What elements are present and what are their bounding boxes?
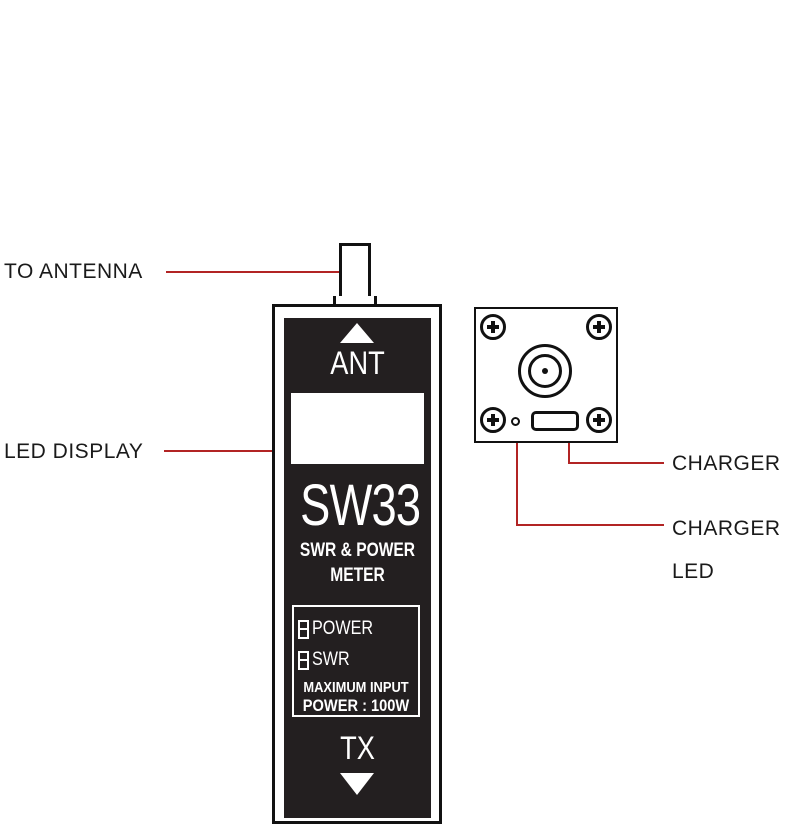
screw-icon [480, 314, 506, 340]
led-display-window [291, 393, 424, 464]
charger-led-leader-vertical [516, 428, 518, 526]
charger-led-leader-horizontal [516, 524, 664, 526]
spec-line2: POWER : 100W [302, 696, 410, 715]
antenna-connector [339, 243, 371, 304]
mode-label-power: POWER [312, 618, 374, 639]
sma-connector-inner [528, 354, 562, 388]
screw-icon [480, 407, 506, 433]
charger-label: CHARGER [672, 452, 781, 475]
to-antenna-label: TO ANTENNA [4, 260, 143, 283]
spec-line1: MAXIMUM INPUT [303, 679, 409, 696]
led-indicator-icon [298, 650, 309, 670]
tx-label: TX [340, 730, 375, 766]
arrow-down-icon [340, 773, 374, 795]
charger-leader-horizontal [568, 462, 664, 464]
led-display-label: LED DISPLAY [4, 440, 144, 463]
usb-port-icon [531, 411, 579, 431]
mode-row-swr: SWR [298, 649, 356, 671]
model-name: SW33 [300, 473, 421, 538]
screw-icon [586, 314, 612, 340]
subtitle-line1: SWR & POWER [299, 540, 416, 561]
arrow-up-icon [340, 323, 374, 343]
antenna-leader-line [166, 271, 344, 273]
sma-connector-pin [542, 368, 548, 374]
mode-indicator-box [292, 605, 420, 717]
charger-led-label-line2: LED [672, 560, 715, 583]
mode-label-swr: SWR [312, 649, 350, 670]
charger-led-label-line1: CHARGER [672, 517, 781, 540]
led-indicator-icon [298, 619, 309, 639]
antenna-connector-base [333, 296, 377, 306]
charger-led-icon [511, 417, 520, 426]
ant-label: ANT [330, 345, 385, 381]
subtitle-line2: METER [330, 565, 385, 586]
led-display-leader-line [164, 450, 358, 452]
mode-row-power: POWER [298, 618, 384, 640]
screw-icon [586, 407, 612, 433]
charger-leader-vertical [568, 428, 570, 464]
